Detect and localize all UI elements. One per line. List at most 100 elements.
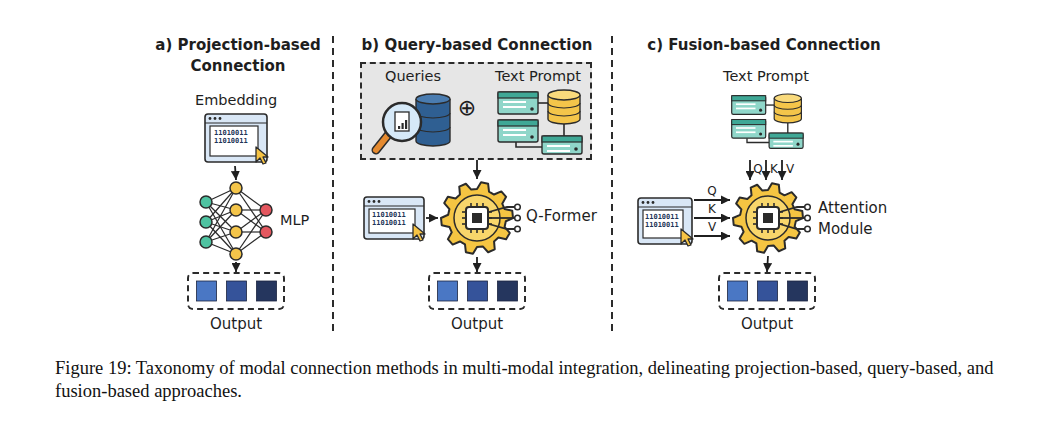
chip-body — [466, 207, 488, 229]
node-label: Queries — [368, 68, 458, 85]
edge-label: K — [770, 162, 778, 176]
plus-symbol: ⊕ — [452, 95, 482, 121]
embedding-input: 11010011 11010011 — [362, 195, 426, 241]
node-label: Output — [718, 315, 816, 333]
output-token — [788, 281, 808, 301]
embedding-input: Embedding11010011 11010011 — [195, 92, 275, 166]
circuit-dot — [805, 215, 811, 221]
doc-card-header — [732, 96, 766, 101]
output-token — [257, 281, 277, 301]
mlp-neuron — [230, 204, 242, 216]
edge-label: Q — [707, 184, 716, 198]
doc-card — [498, 92, 538, 114]
node-graphic — [428, 272, 526, 310]
prompt-connector — [787, 122, 788, 133]
output-token — [197, 281, 217, 301]
database-cylinder-band — [774, 105, 801, 109]
cursor-icon — [413, 224, 425, 241]
connector-arrow — [235, 166, 236, 180]
node-label: MLP — [280, 212, 330, 229]
doc-card-header — [542, 136, 582, 142]
connector-arrow — [749, 160, 751, 180]
window-dot — [214, 117, 217, 120]
database-cylinder-top — [774, 94, 801, 103]
panel-title: c) Fusion-based Connection — [630, 35, 898, 56]
doc-card — [769, 133, 803, 148]
window-bar — [205, 122, 267, 123]
doc-card-dot — [530, 135, 534, 139]
window-screen — [643, 210, 683, 238]
window-dot — [642, 201, 645, 204]
mlp-neuron — [230, 182, 242, 194]
doc-card-line — [736, 131, 756, 133]
cursor-icon — [256, 147, 268, 164]
chip-core — [763, 213, 773, 223]
node-label: Output — [187, 315, 285, 333]
doc-card — [542, 136, 582, 154]
magnifier-lens — [383, 103, 421, 141]
prompt-connector — [747, 138, 769, 142]
connector-arrow — [235, 262, 237, 272]
doc-card-header — [769, 133, 803, 138]
document-bar — [405, 120, 407, 129]
window-dot — [219, 117, 222, 120]
output-token — [758, 281, 778, 301]
doc-card — [732, 96, 766, 115]
panel-separator — [332, 36, 334, 336]
q-former-gear: Q-Former — [438, 179, 516, 257]
prompt-connector — [563, 123, 565, 136]
doc-card-dot — [759, 132, 762, 135]
edge-label: V — [786, 162, 794, 176]
database-cylinder-band — [548, 103, 580, 108]
doc-card-line — [503, 101, 526, 103]
node-graphic — [730, 180, 806, 256]
window-screen — [369, 209, 415, 233]
window-dot — [368, 200, 371, 203]
window-dot — [652, 201, 655, 204]
doc-card-line — [773, 145, 793, 147]
connector-arrow — [476, 160, 478, 179]
panel-separator — [611, 36, 613, 336]
prompt-connector — [538, 102, 548, 104]
text-prompt-icon: Text Prompt — [716, 68, 816, 160]
node-label: Attention Module — [818, 198, 903, 240]
mlp-neuron — [260, 204, 272, 216]
connector-arrow — [476, 257, 478, 272]
output-token — [438, 281, 458, 301]
doc-card-dot — [796, 143, 799, 146]
document-bar — [402, 123, 404, 129]
node-graphic — [718, 272, 816, 310]
node-graphic — [198, 180, 274, 262]
output-box: Output — [428, 272, 526, 310]
output-token — [227, 281, 247, 301]
prompt-icon — [498, 90, 582, 154]
doc-card — [498, 120, 538, 142]
node-label: Embedding — [195, 92, 275, 109]
circuit-dot — [515, 215, 521, 221]
panel-title: b) Query-based Connection — [343, 35, 611, 56]
binary-text: 11010011 11010011 — [372, 211, 408, 227]
doc-card-header — [498, 120, 538, 126]
output-box: Output — [718, 272, 816, 310]
edge-label: K — [708, 202, 716, 216]
magnifier-handle-outline — [376, 135, 388, 150]
document-icon — [395, 112, 409, 131]
mlp-neuron — [260, 226, 272, 238]
edge-label: V — [708, 220, 716, 234]
doc-card-line — [736, 103, 756, 105]
doc-card-line — [503, 106, 526, 108]
window-screen — [210, 126, 258, 156]
chip-core — [472, 213, 482, 223]
database-cylinder-band — [774, 112, 801, 116]
connector-arrow — [765, 160, 767, 180]
prompt-connector — [766, 104, 775, 105]
mlp-network: MLP — [198, 180, 274, 262]
connector-arrow — [767, 256, 768, 272]
node-label: Text Prompt — [716, 68, 816, 85]
window-bar — [638, 206, 692, 207]
doc-card-line — [773, 141, 793, 143]
circuit-dot — [515, 204, 521, 210]
cursor-icon — [681, 229, 693, 246]
connector-arrow — [694, 235, 730, 237]
